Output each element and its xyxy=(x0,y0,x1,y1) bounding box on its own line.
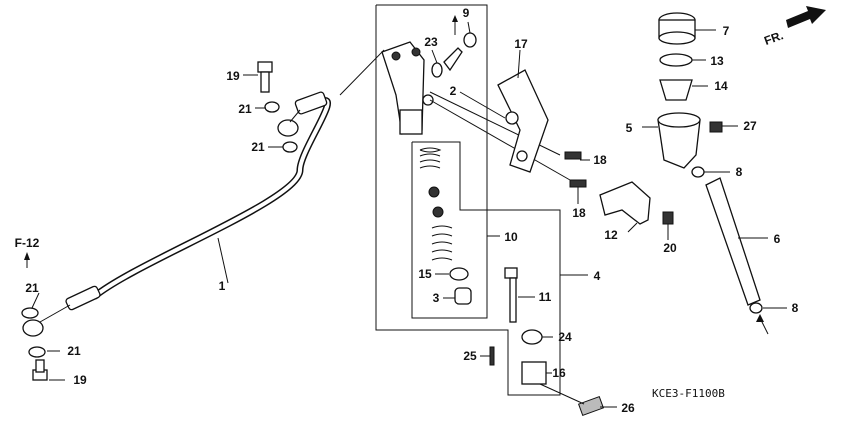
callout-14: 14 xyxy=(714,79,728,93)
leader-lines xyxy=(31,21,787,408)
piston-kit-10 xyxy=(419,147,472,305)
callout-18-a: 18 xyxy=(593,153,607,167)
arrowhead-9 xyxy=(452,15,458,22)
master-cylinder-body xyxy=(381,41,434,135)
direction-label: FR. xyxy=(762,28,785,48)
drawing-code: KCE3-F1100B xyxy=(652,387,725,400)
oring-23 xyxy=(431,62,443,78)
callout-1: 1 xyxy=(219,279,226,293)
callout-7: 7 xyxy=(723,24,730,38)
callout-9: 9 xyxy=(463,6,470,20)
callout-18-b: 18 xyxy=(572,206,586,220)
ref-label: F-12 xyxy=(15,236,40,250)
callout-8-bottom: 8 xyxy=(792,301,799,315)
bolt-20 xyxy=(662,211,674,225)
callout-21-d: 21 xyxy=(67,344,81,358)
callout-21-c: 21 xyxy=(25,281,39,295)
callout-24: 24 xyxy=(558,330,572,344)
arrowhead-f12 xyxy=(24,252,30,260)
pin-25 xyxy=(489,346,495,366)
callout-12: 12 xyxy=(604,228,618,242)
bolt-19-bottom xyxy=(32,359,48,381)
callout-21-b: 21 xyxy=(251,140,265,154)
callout-3: 3 xyxy=(433,291,440,305)
bolt-19-top xyxy=(257,61,273,93)
washer-21-a xyxy=(264,101,280,113)
callout-17: 17 xyxy=(514,37,528,51)
callout-16: 16 xyxy=(552,366,566,380)
joint-2 xyxy=(443,47,463,72)
bolt-18-b xyxy=(569,179,587,188)
bracket-12 xyxy=(599,181,651,225)
callout-23: 23 xyxy=(424,35,438,49)
reservoir-cap-7 xyxy=(658,12,696,45)
callout-27: 27 xyxy=(743,119,757,133)
bolt-18-a xyxy=(564,151,582,160)
callout-4: 4 xyxy=(594,269,601,283)
clip-8-top xyxy=(691,166,705,178)
callout-26: 26 xyxy=(621,401,635,415)
pin-26 xyxy=(577,395,605,417)
fr-arrow-icon xyxy=(786,6,826,28)
diaphragm-14 xyxy=(659,79,693,101)
reservoir-5 xyxy=(657,112,701,169)
nut-24 xyxy=(521,329,543,345)
bolt-27 xyxy=(709,121,723,133)
washer-21-b xyxy=(282,141,298,153)
callout-13: 13 xyxy=(710,54,724,68)
callout-11: 11 xyxy=(539,290,552,304)
washer-21-c xyxy=(21,307,39,319)
assembly-frame-4 xyxy=(375,4,561,396)
callout-15: 15 xyxy=(418,267,432,281)
callout-25: 25 xyxy=(463,349,477,363)
callout-10: 10 xyxy=(504,230,518,244)
callout-19-bottom: 19 xyxy=(73,373,87,387)
plate-13 xyxy=(659,53,693,67)
callout-21-a: 21 xyxy=(238,102,252,116)
callout-19-top: 19 xyxy=(226,69,240,83)
joint-16 xyxy=(521,361,547,385)
washer-21-d xyxy=(28,346,46,358)
push-rod-11 xyxy=(504,267,518,323)
arrowhead-8 xyxy=(756,314,764,322)
callout-8-top: 8 xyxy=(736,165,743,179)
callout-5: 5 xyxy=(626,121,633,135)
clip-9 xyxy=(463,32,477,48)
callout-2: 2 xyxy=(450,84,457,98)
hose-6 xyxy=(705,177,761,306)
callout-6: 6 xyxy=(774,232,781,246)
brake-hose xyxy=(22,91,331,337)
assembly-frame-10 xyxy=(411,141,488,319)
callout-20: 20 xyxy=(663,241,677,255)
clip-8-bottom xyxy=(749,302,763,314)
bracket-17 xyxy=(497,69,549,173)
